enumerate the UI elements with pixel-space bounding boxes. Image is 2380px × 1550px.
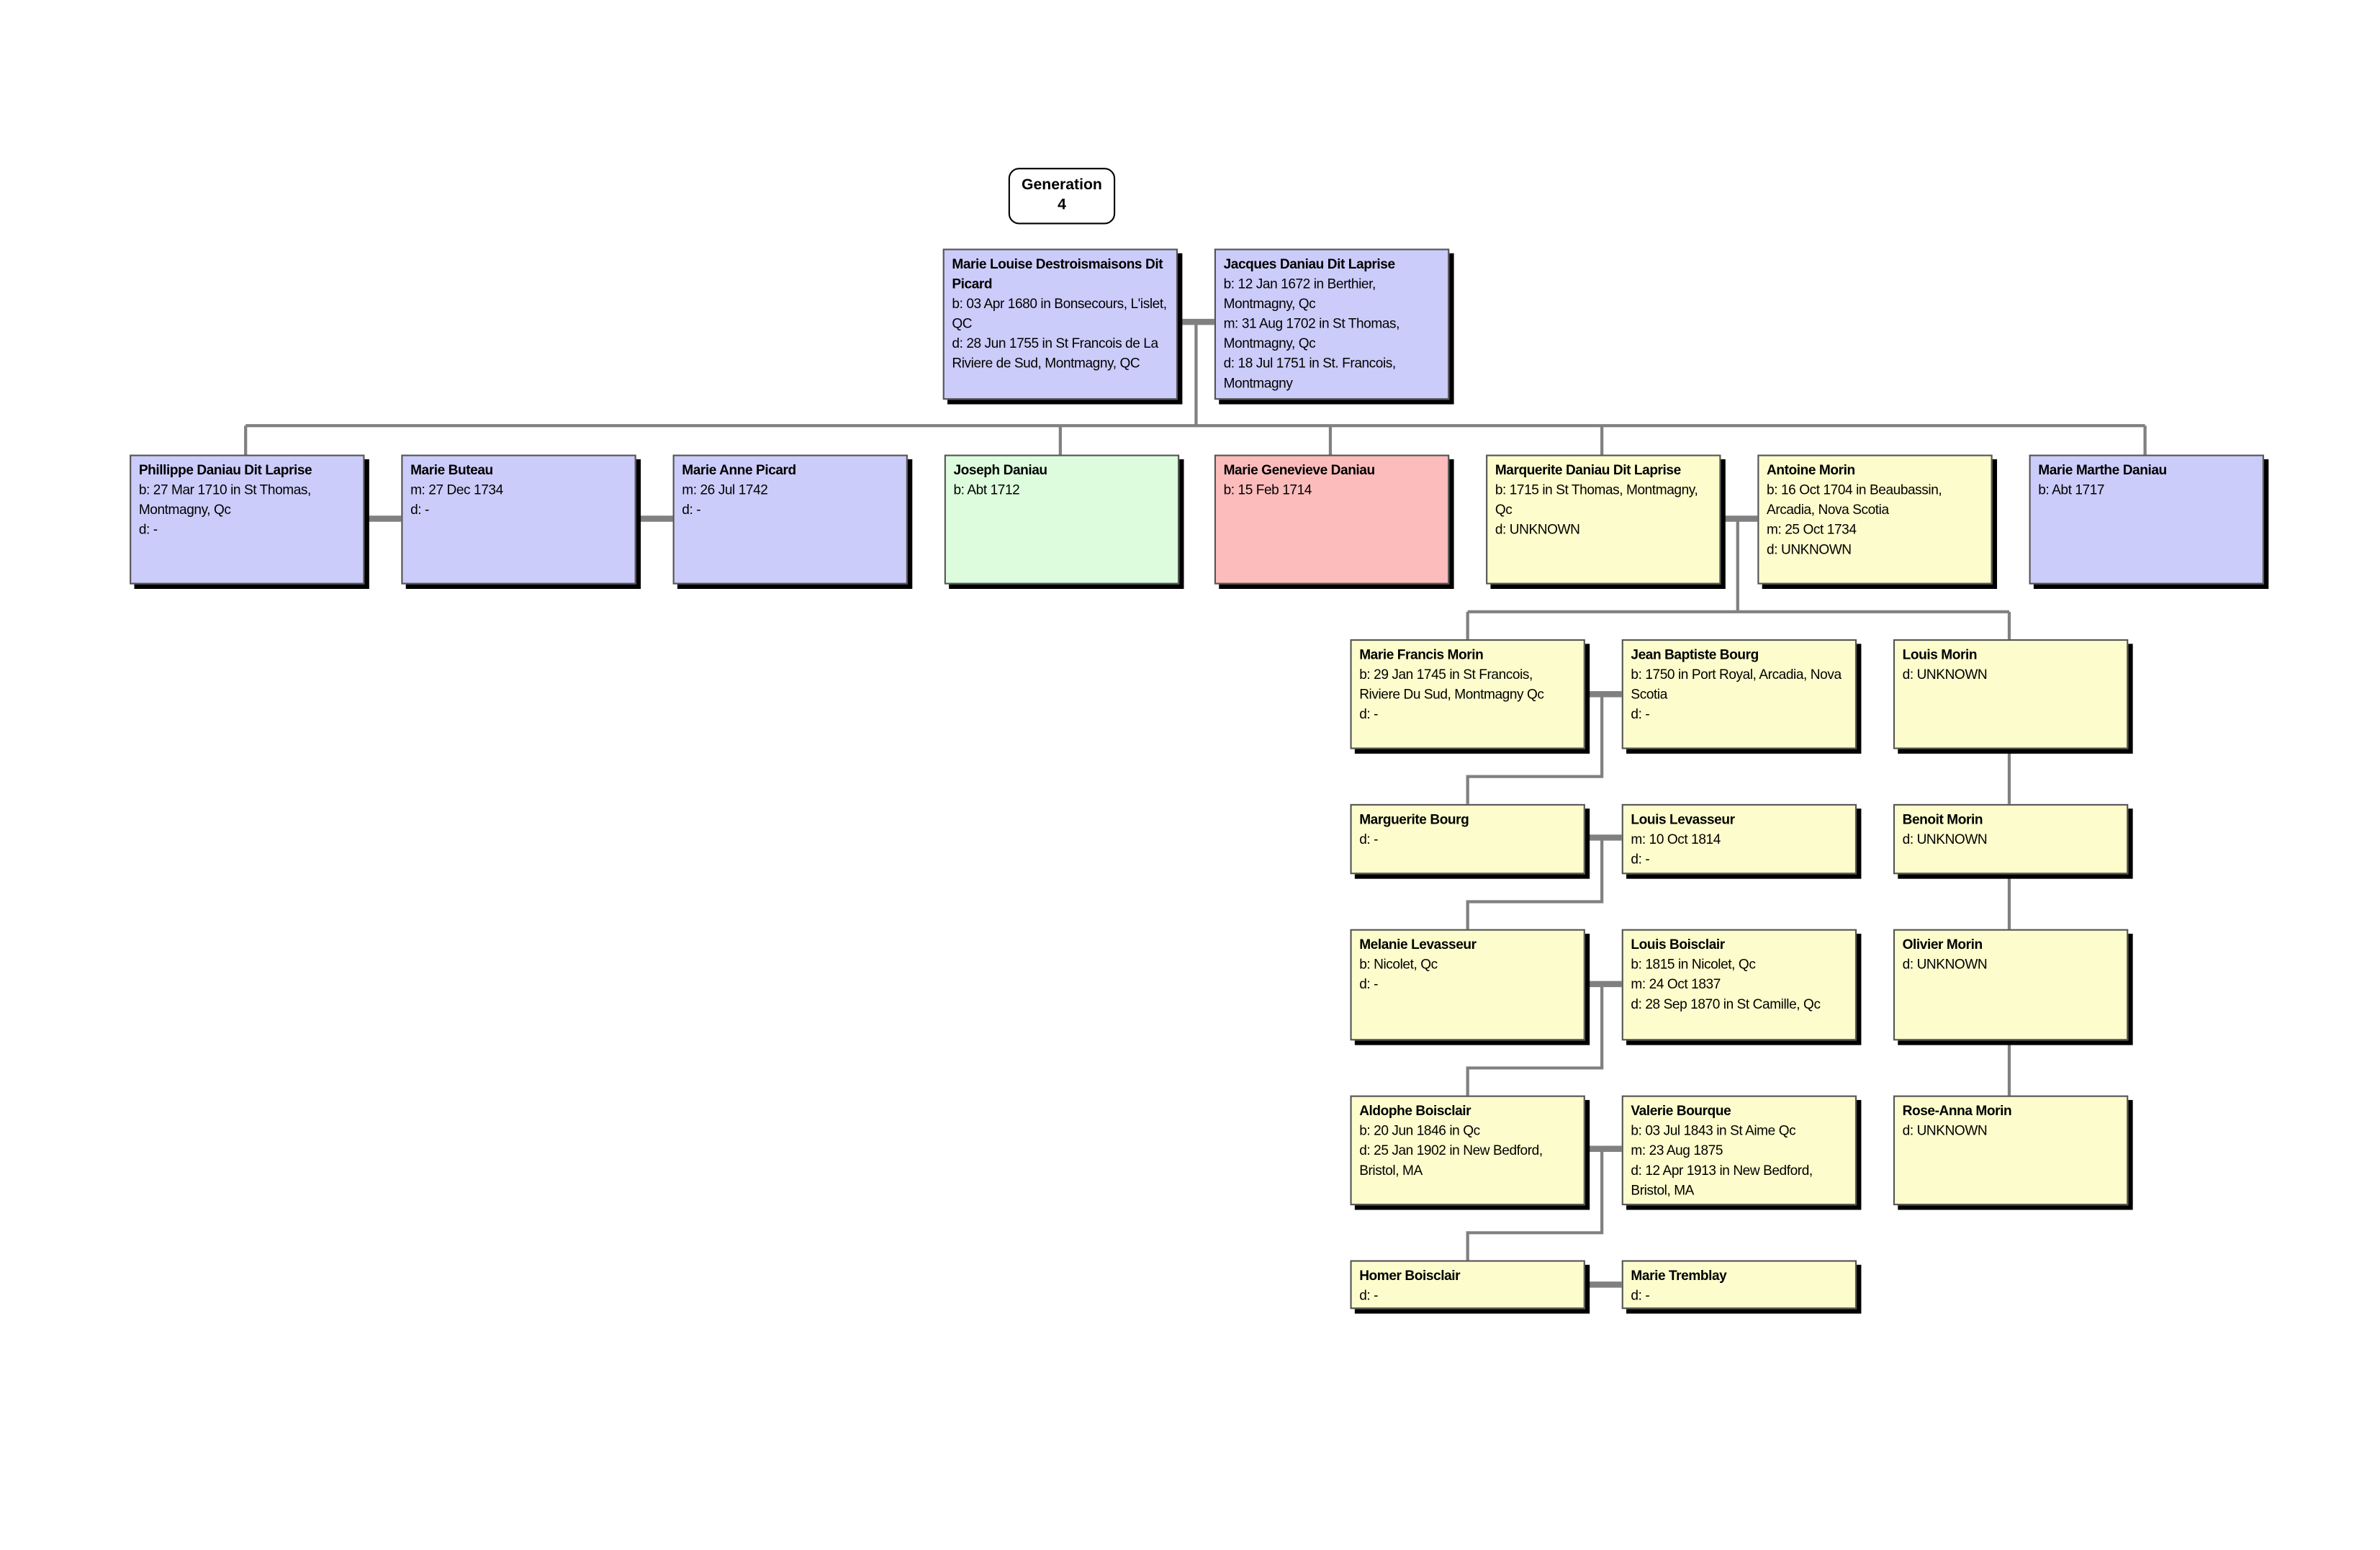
person-fact: m: 25 Oct 1734 [1767, 521, 1857, 537]
person-fact: m: 23 Aug 1875 [1631, 1143, 1723, 1158]
person-box-rose-anna-morin[interactable]: Rose-Anna Morin d: UNKNOWN [1893, 1095, 2129, 1206]
person-name: Marie Genevieve Daniau [1223, 462, 1376, 478]
person-fact: b: 03 Jul 1843 in St Aime Qc [1631, 1122, 1796, 1138]
person-name: Louis Morin [1902, 646, 1978, 662]
person-fact: m: 10 Oct 1814 [1631, 831, 1721, 847]
person-box-marie-francis-morin[interactable]: Marie Francis Morin b: 29 Jan 1745 in St … [1350, 639, 1585, 749]
person-name: Marie Tremblay [1631, 1268, 1727, 1284]
person-fact: m: 24 Oct 1837 [1631, 976, 1721, 992]
person-fact: d: 28 Jun 1755 in St Francois de La Rivi… [952, 335, 1158, 371]
person-name: Louis Levasseur [1631, 811, 1735, 827]
person-box-benoit-morin[interactable]: Benoit Morin d: UNKNOWN [1893, 803, 2129, 875]
person-fact: d: UNKNOWN [1902, 831, 1988, 847]
person-name: Joseph Daniau [953, 462, 1048, 478]
person-fact: d: 12 Apr 1913 in New Bedford, Bristol, … [1631, 1162, 1813, 1198]
person-fact: b: 1815 in Nicolet, Qc [1631, 956, 1756, 972]
person-box-antoine-morin[interactable]: Antoine Morin b: 16 Oct 1704 in Beaubassi… [1757, 454, 1993, 585]
person-box-louis-levasseur[interactable]: Louis Levasseur m: 10 Oct 1814 d: - [1621, 803, 1857, 875]
person-fact: m: 26 Jul 1742 [682, 482, 768, 497]
person-name: Valerie Bourque [1631, 1103, 1731, 1119]
person-fact: d: 18 Jul 1751 in St. Francois, Montmagn… [1223, 355, 1397, 391]
person-fact: d: - [138, 521, 158, 537]
person-fact: d: 25 Jan 1902 in New Bedford, Bristol, … [1359, 1143, 1543, 1179]
person-fact: m: 27 Dec 1734 [410, 482, 503, 497]
person-fact: d: - [1359, 1287, 1379, 1303]
person-name: Homer Boisclair [1359, 1268, 1461, 1284]
person-box-jean-baptiste-bourg[interactable]: Jean Baptiste Bourg b: 1750 in Port Royal… [1621, 639, 1857, 749]
descent-line [1466, 983, 1604, 1096]
person-fact: d: UNKNOWN [1902, 667, 1988, 682]
generation-label: Generation 4 [1008, 168, 1116, 225]
person-name: Olivier Morin [1902, 937, 1983, 952]
person-fact: d: - [1359, 706, 1379, 722]
person-box-marguerite-bourg[interactable]: Marguerite Bourg d: - [1350, 803, 1585, 875]
person-fact: b: Nicolet, Qc [1359, 956, 1438, 972]
person-box-marie-anne-picard[interactable]: Marie Anne Picard m: 26 Jul 1742 d: - [672, 454, 908, 585]
person-fact: d: - [1631, 1287, 1650, 1303]
person-name: Jean Baptiste Bourg [1631, 646, 1759, 662]
person-box-homer-boisclair[interactable]: Homer Boisclair d: - [1350, 1260, 1585, 1310]
person-name: Marie Marthe Daniau [2038, 462, 2167, 478]
person-fact: b: 29 Jan 1745 in St Francois, Riviere D… [1359, 667, 1544, 702]
person-box-marguerite-daniau[interactable]: Marquerite Daniau Dit Laprise b: 1715 in … [1486, 454, 1721, 585]
person-box-marie-tremblay[interactable]: Marie Tremblay d: - [1621, 1260, 1857, 1310]
person-name: Marie Buteau [410, 462, 493, 478]
person-box-olivier-morin[interactable]: Olivier Morin d: UNKNOWN [1893, 929, 2129, 1041]
person-fact: b: 12 Jan 1672 in Berthier, Montmagny, Q… [1223, 276, 1376, 312]
person-name: Benoit Morin [1902, 811, 1983, 827]
person-box-valerie-bourque[interactable]: Valerie Bourque b: 03 Jul 1843 in St Aime… [1621, 1095, 1857, 1206]
person-fact: d: - [1359, 831, 1379, 847]
person-fact: b: Abt 1717 [2038, 482, 2105, 497]
person-fact: b: 03 Apr 1680 in Bonsecours, L'islet, Q… [952, 296, 1167, 331]
person-fact: m: 31 Aug 1702 in St Thomas, Montmagny, … [1223, 315, 1400, 351]
person-fact: b: 1750 in Port Royal, Arcadia, Nova Sco… [1631, 667, 1842, 702]
person-fact: b: 27 Mar 1710 in St Thomas, Montmagny, … [138, 482, 311, 518]
person-fact: b: 16 Oct 1704 in Beaubassin, Arcadia, N… [1767, 482, 1942, 518]
person-box-phillippe[interactable]: Phillippe Daniau Dit Laprise b: 27 Mar 17… [130, 454, 365, 585]
person-box-louis-boisclair[interactable]: Louis Boisclair b: 1815 in Nicolet, Qc m: … [1621, 929, 1857, 1041]
person-box-jacques[interactable]: Jacques Daniau Dit Laprise b: 12 Jan 1672… [1214, 248, 1450, 400]
person-name: Rose-Anna Morin [1902, 1103, 2012, 1119]
person-name: Aldophe Boisclair [1359, 1103, 1471, 1119]
person-fact: d: UNKNOWN [1495, 521, 1580, 537]
generation-title: Generation [1022, 176, 1102, 194]
person-fact: b: 20 Jun 1846 in Qc [1359, 1122, 1480, 1138]
descent-line [1466, 1148, 1604, 1261]
person-fact: d: UNKNOWN [1767, 541, 1852, 557]
person-name: Marie Francis Morin [1359, 646, 1484, 662]
descent-line [1466, 694, 1604, 804]
person-box-marie-marthe[interactable]: Marie Marthe Daniau b: Abt 1717 [2029, 454, 2264, 585]
person-fact: b: 1715 in St Thomas, Montmagny, Qc [1495, 482, 1698, 518]
person-fact: d: - [410, 502, 429, 518]
person-name: Marie Louise Destroismaisons Dit Picard [952, 256, 1163, 292]
person-box-marie-genevieve[interactable]: Marie Genevieve Daniau b: 15 Feb 1714 [1214, 454, 1450, 585]
person-box-marie-buteau[interactable]: Marie Buteau m: 27 Dec 1734 d: - [401, 454, 636, 585]
person-fact: d: - [682, 502, 701, 518]
person-fact: b: Abt 1712 [953, 482, 1020, 497]
person-box-melanie-levasseur[interactable]: Melanie Levasseur b: Nicolet, Qc d: - [1350, 929, 1585, 1041]
person-name: Marquerite Daniau Dit Laprise [1495, 462, 1681, 478]
person-box-louis-morin[interactable]: Louis Morin d: UNKNOWN [1893, 639, 2129, 749]
person-name: Phillippe Daniau Dit Laprise [138, 462, 312, 478]
person-fact: d: 28 Sep 1870 in St Camille, Qc [1631, 996, 1821, 1012]
person-name: Louis Boisclair [1631, 937, 1725, 952]
person-fact: d: - [1359, 976, 1379, 992]
generation-number: 4 [1058, 196, 1066, 213]
person-name: Marguerite Bourg [1359, 811, 1469, 827]
person-box-joseph[interactable]: Joseph Daniau b: Abt 1712 [944, 454, 1180, 585]
person-name: Melanie Levasseur [1359, 937, 1477, 952]
descent-line [1466, 837, 1604, 929]
person-fact: d: UNKNOWN [1902, 956, 1988, 972]
person-fact: b: 15 Feb 1714 [1223, 482, 1312, 497]
person-box-aldophe-boisclair[interactable]: Aldophe Boisclair b: 20 Jun 1846 in Qc d: … [1350, 1095, 1585, 1206]
person-name: Jacques Daniau Dit Laprise [1223, 256, 1396, 272]
person-name: Antoine Morin [1767, 462, 1855, 478]
person-fact: d: UNKNOWN [1902, 1122, 1988, 1138]
person-name: Marie Anne Picard [682, 462, 796, 478]
person-box-marie-louise[interactable]: Marie Louise Destroismaisons Dit Picard b… [942, 248, 1178, 400]
person-fact: d: - [1631, 706, 1650, 722]
person-fact: d: - [1631, 851, 1650, 867]
